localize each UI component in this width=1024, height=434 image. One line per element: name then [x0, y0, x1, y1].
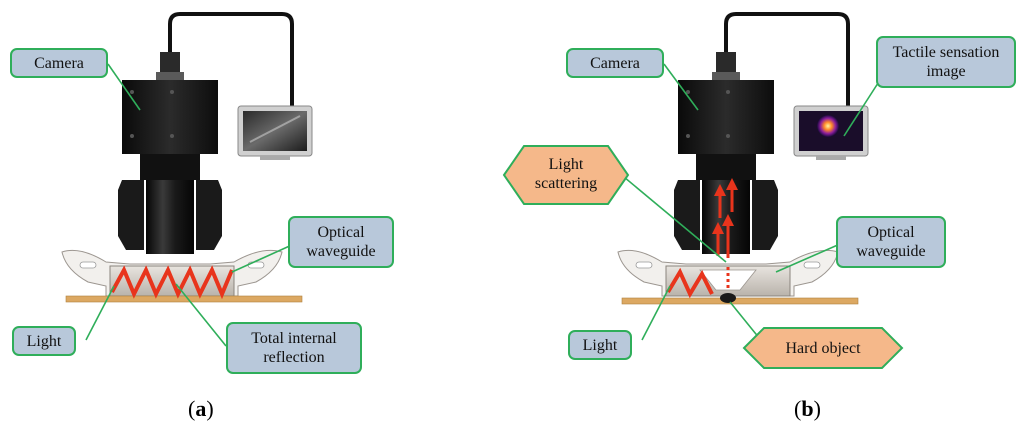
camera-label-a: Camera	[10, 48, 108, 78]
leader-camera-b	[663, 63, 699, 111]
camera-label-b-text: Camera	[590, 54, 640, 72]
total-internal-reflection-path-a	[110, 265, 234, 300]
cable-connector-b	[716, 52, 736, 78]
leader-tir-a	[175, 283, 227, 347]
leader-waveguide-a	[231, 243, 295, 273]
camera-body-a	[122, 80, 218, 154]
caption-a-letter: a	[195, 396, 207, 421]
cable-connector-a	[160, 52, 180, 78]
clamp-left-a	[118, 180, 144, 250]
tactile-image-label-b-line2: image	[926, 63, 966, 80]
leader-tactile-b	[843, 79, 881, 137]
light-scattering-label-b-line1: Light	[548, 156, 584, 173]
diamond-hard-object	[742, 327, 904, 369]
caption-a: (a)	[188, 396, 214, 422]
hard-object-label-b-text: Hard object	[785, 340, 861, 357]
camera-cable-a	[168, 12, 294, 108]
lens-a	[146, 180, 194, 254]
light-label-a-text: Light	[26, 332, 62, 350]
leader-light-b	[641, 285, 671, 341]
tir-label-a: Total internal reflection	[226, 322, 362, 374]
clamp-right-b	[752, 180, 778, 250]
optical-waveguide-label-b-line1: Optical	[867, 224, 915, 241]
light-path-b	[666, 267, 714, 299]
camera-label-b: Camera	[566, 48, 664, 78]
leader-light-a	[85, 285, 115, 341]
optical-waveguide-label-a-line1: Optical	[317, 224, 365, 241]
leader-scatter-b	[617, 171, 727, 263]
light-label-b: Light	[568, 330, 632, 360]
light-scattering-label-b: Light scattering	[524, 155, 608, 193]
monitor-a	[237, 105, 313, 160]
clamp-right-a	[196, 180, 222, 250]
camera-body-b	[678, 80, 774, 154]
leader-waveguide-b	[775, 243, 841, 273]
caption-b-letter: b	[801, 396, 814, 421]
leader-camera-a	[107, 63, 141, 111]
caption-b-close: )	[813, 396, 821, 421]
optical-waveguide-label-a-line2: waveguide	[306, 243, 376, 260]
caption-b-open: (	[794, 396, 802, 421]
optical-waveguide-label-b: Optical waveguide	[836, 216, 946, 268]
light-label-b-text: Light	[582, 336, 618, 354]
diamond-light-scattering	[502, 145, 630, 205]
tactile-hotspot	[817, 115, 839, 137]
monitor-b	[793, 105, 869, 160]
light-scattering-label-b-line2: scattering	[534, 175, 598, 192]
tir-label-a-line1: Total internal	[251, 330, 337, 347]
clamp-left-b	[674, 180, 700, 250]
panel-a	[61, 12, 313, 347]
tactile-image-label-b: Tactile sensation image	[876, 36, 1016, 88]
hard-object-b	[720, 293, 736, 303]
table-b	[621, 297, 859, 305]
tir-label-a-line2: reflection	[263, 349, 325, 366]
table-a	[65, 295, 303, 303]
camera-label-a-text: Camera	[34, 54, 84, 72]
camera-cable-b	[724, 12, 850, 108]
light-label-a: Light	[12, 326, 76, 356]
optical-waveguide-label-a: Optical waveguide	[288, 216, 394, 268]
hard-object-label-b: Hard object	[764, 339, 882, 358]
caption-b: (b)	[794, 396, 821, 422]
tactile-image-label-b-line1: Tactile sensation	[892, 44, 1000, 61]
panel-b	[502, 12, 904, 369]
caption-a-open: (	[188, 396, 196, 421]
lens-b	[702, 180, 750, 254]
caption-a-close: )	[206, 396, 214, 421]
optical-waveguide-label-b-line2: waveguide	[856, 243, 926, 260]
